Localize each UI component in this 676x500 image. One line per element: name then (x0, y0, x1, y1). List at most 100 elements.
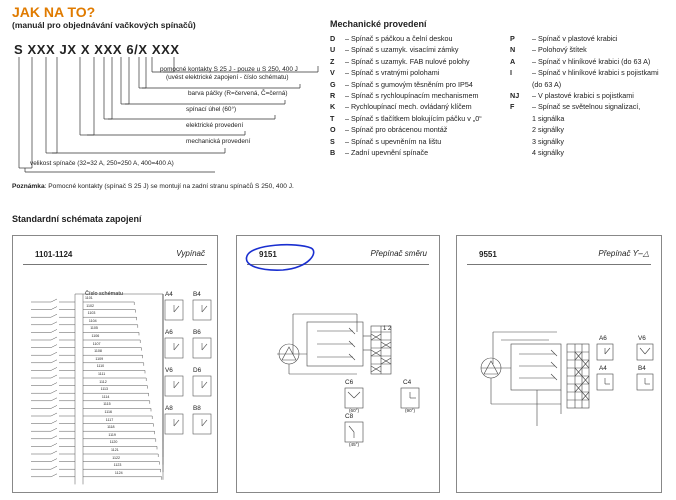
mechanical-item-text: 2 signálky (532, 125, 564, 135)
mechanical-item-text: 4 signálky (532, 148, 564, 158)
label-electrical: elektrické provedení (186, 122, 244, 129)
schema-row-code: 1120 (109, 440, 118, 445)
box-label: D6 (193, 367, 202, 374)
note: Poznámka: Pomocné kontakty (spínač S 25 … (12, 183, 294, 190)
mechanical-item-text: – Spínač s páčkou a čelní deskou (345, 34, 453, 43)
mechanical-item: NJ – V plastové krabici s pojistkami (510, 90, 670, 101)
label-aux-contacts: pomocné kontakty S 25 J - pouze u S 250,… (160, 66, 298, 73)
mechanical-item-text: – Rychloupínací mech. ovládaný klíčem (345, 102, 472, 112)
mechanical-item-key: B (330, 148, 336, 158)
mechanical-item-text: – Spínač s uzamyk. visacími zámky (345, 45, 459, 55)
box-label: V6 (165, 367, 173, 374)
mechanical-item: F – Spínač se světelnou signalizací, (510, 101, 670, 112)
note-label: Poznámka (12, 183, 45, 190)
mechanical-item: G– Spínač s gumovým těsněním pro IP54 (330, 79, 508, 90)
schema-row-code: 1117 (105, 417, 114, 422)
switch-schematic-1101 (31, 293, 212, 485)
page-title: JAK NA TO? (12, 4, 96, 20)
mechanical-item-text: – Spínač se světelnou signalizací, (532, 102, 641, 112)
mechanical-item: T – Spínač s tlačítkem blokujícím páčku v… (330, 113, 508, 124)
mechanical-item: B – Zadní upevnění spínače (330, 147, 508, 158)
mechanical-item-key: T (330, 113, 335, 123)
annotation-circle (245, 243, 315, 271)
schema-row-code: 1119 (108, 432, 116, 437)
mechanical-item-key: Z (330, 56, 335, 66)
mechanical-item-text: – Spínač s tlačítkem blokujícím páčku v … (345, 113, 482, 123)
mechanical-item-key: U (330, 45, 336, 55)
mechanical-item-text: – Spínač pro obrácenou montáž (345, 125, 448, 135)
mechanical-item: I – Spínač v hliníkové krabici s pojistka… (510, 67, 670, 78)
mechanical-item: O– Spínač pro obrácenou montáž (330, 124, 508, 135)
mechanical-item-text: – V plastové krabici s pojistkami (532, 91, 634, 101)
angle-label: (45°) (349, 442, 360, 447)
mechanical-item-key: N (510, 45, 516, 55)
schema-code: 9151 (259, 250, 277, 259)
mechanical-item-text: – Spínač v hliníkové krabici (do 63 A) (532, 56, 651, 66)
mechanical-item: A – Spínač v hliníkové krabici (do 63 A) (510, 56, 670, 67)
mechanical-item-key: NJ (510, 91, 520, 101)
angle-label: (60°) (349, 408, 360, 413)
order-code: S XXX JX X XXX 6/X XXX (14, 42, 180, 57)
mechanical-title: Mechanické provedení (330, 19, 427, 29)
mechanical-item: S – Spínač s upevněním na lištu (330, 136, 508, 147)
mechanical-item-key: R (330, 91, 336, 101)
page-subtitle: (manuál pro objednávání vačkových spínač… (12, 20, 196, 30)
mechanical-item-text: – Spínač v hliníkové krabici s pojistkam… (532, 68, 659, 78)
mechanical-item: 4 signálky (510, 147, 670, 158)
mechanical-item-key: I (510, 68, 512, 78)
schema-row-code: 1104 (88, 318, 97, 323)
box-label: A8 (165, 405, 173, 412)
mechanical-item-key: F (510, 102, 515, 112)
mechanical-item: Z– Spínač s uzamyk. FAB nulové polohy (330, 56, 508, 67)
box-label: A4 (165, 291, 173, 298)
mechanical-item: K– Rychloupínací mech. ovládaný klíčem (330, 101, 508, 112)
svg-text:1 2: 1 2 (383, 326, 392, 332)
schema-row-code: 1106 (91, 334, 100, 338)
mechanical-item-key: G (330, 79, 336, 89)
mechanical-item: P– Spínač v plastové krabici (510, 33, 670, 44)
schema-row-code: 1105 (90, 326, 98, 331)
mechanical-item-text: – Zadní upevnění spínače (345, 148, 429, 158)
mechanical-item-key: P (510, 34, 515, 43)
note-text: : Pomocné kontakty (spínač S 25 J) se mo… (44, 183, 294, 190)
schema-row-code: 1116 (104, 410, 112, 414)
label-mechanical: mechanická provedení (186, 138, 251, 145)
table-header: Číslo schématu (85, 291, 123, 297)
schema-name: Vypínač (176, 249, 205, 258)
schema-row-code: 1122 (112, 455, 121, 460)
schema-row-code: 1110 (96, 364, 105, 369)
mechanical-item-key: S (330, 136, 335, 146)
mechanical-item-key: V (330, 68, 335, 78)
label-aux-contacts-note: (uvést elektrické zapojení - číslo schém… (166, 74, 289, 81)
schema-name: Přepínač ϒ–△ (598, 249, 649, 258)
panel-divider (467, 264, 651, 265)
box-label: B4 (638, 365, 646, 372)
mechanical-item: N – Polohový štítek (510, 44, 670, 55)
schema-row-code: 1108 (94, 349, 102, 354)
box-label: V6 (638, 335, 646, 342)
mechanical-item: V – Spínač s vratnými polohami (330, 67, 508, 78)
label-lever-color: barva páčky (R=červená, Č=černá) (188, 90, 288, 97)
schemas-title: Standardní schémata zapojení (12, 214, 142, 224)
switch-schematic-9151: 1 2 (245, 243, 420, 443)
schema-row-code: 1123 (113, 463, 122, 468)
schema-row-code: 1118 (107, 425, 115, 430)
mechanical-item-text: – Spínač s vratnými polohami (345, 68, 440, 78)
box-label: A4 (599, 365, 607, 372)
mechanical-item-text: – Polohový štítek (532, 45, 587, 55)
mechanical-item-text: 3 signálky (532, 136, 564, 146)
label-size: velikost spínače (32=32 A, 250=250 A, 40… (30, 160, 174, 167)
mechanical-item: (do 63 A) (510, 79, 670, 90)
angle-label: (90°) (405, 408, 416, 413)
schema-row-code: 1112 (99, 379, 107, 384)
schema-panel-prepinac-smeru: 9151 Přepínač směru (236, 235, 440, 493)
mechanical-item-key: A (510, 56, 516, 66)
mechanical-item: 2 signálky (510, 124, 670, 135)
mechanical-item-text: – Spínač s upevněním na lištu (345, 136, 442, 146)
switch-schematic-9551 (480, 331, 654, 426)
mechanical-item: 3 signálky (510, 136, 670, 147)
box-label: B8 (193, 405, 201, 412)
panel-divider (247, 264, 429, 265)
